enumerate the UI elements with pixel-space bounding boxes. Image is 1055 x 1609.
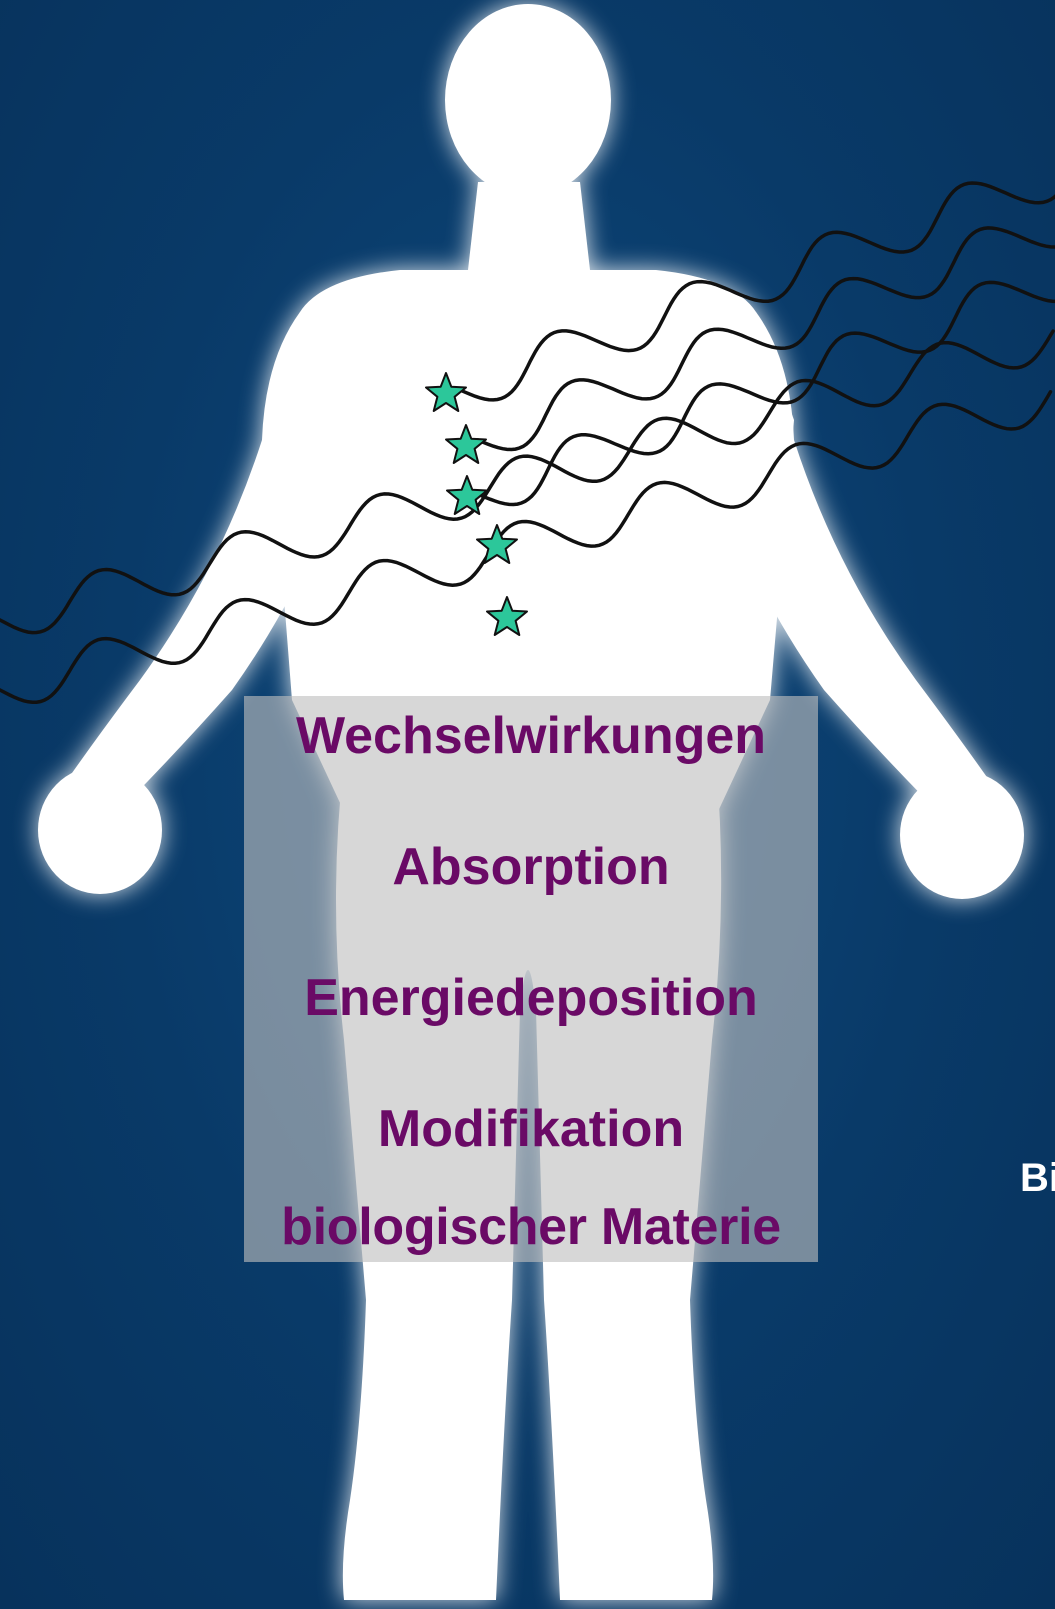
label-absorption: Absorption	[244, 841, 818, 893]
label-modifikation: Modifikation	[244, 1103, 818, 1155]
label-biologischer-materie: biologischer Materie	[244, 1201, 818, 1253]
cropped-side-text: Bi	[1020, 1156, 1055, 1201]
label-energiedeposition: Energiedeposition	[244, 972, 818, 1024]
label-wechselwirkungen: Wechselwirkungen	[244, 710, 818, 762]
process-label-box: Wechselwirkungen Absorption Energiedepos…	[244, 696, 818, 1262]
